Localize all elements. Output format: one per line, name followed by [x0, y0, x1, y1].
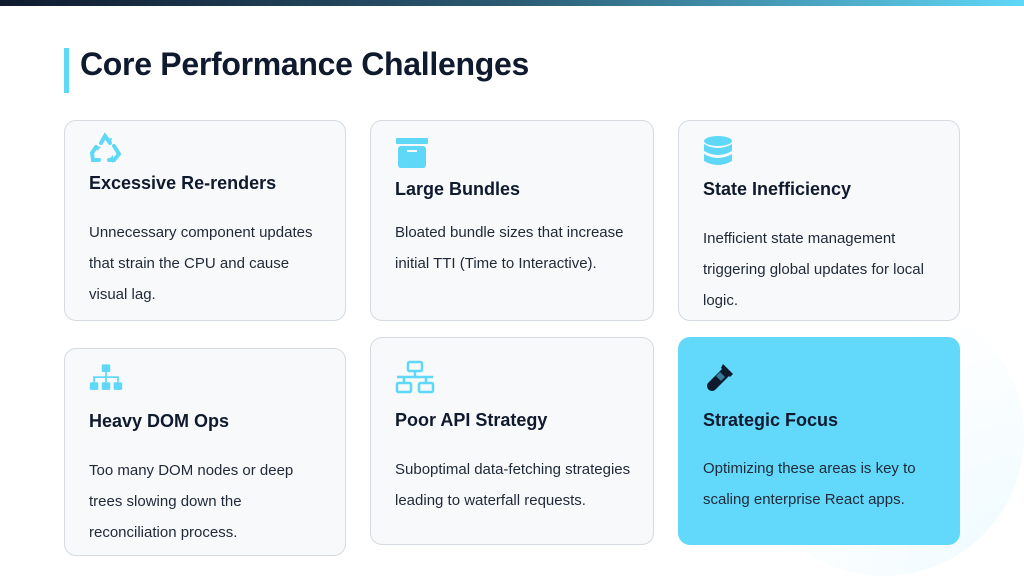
top-gradient-bar	[0, 0, 1024, 6]
card-title: Strategic Focus	[703, 410, 839, 430]
card-title: State Inefficiency	[703, 179, 852, 199]
database-icon	[704, 136, 732, 165]
recycle-icon	[89, 132, 122, 163]
card-description: Optimizing these areas is key to scaling…	[703, 460, 916, 508]
sitemap-icon	[89, 364, 123, 390]
card-strategic-focus: Strategic Focus Optimizing these areas i…	[678, 337, 960, 545]
card-poor-api-strategy: Poor API Strategy Suboptimal data-fetchi…	[370, 337, 654, 545]
card-description: Suboptimal data-fetching strategies lead…	[395, 461, 631, 509]
card-large-bundles: Large Bundles Bloated bundle sizes that …	[370, 120, 654, 321]
network-icon	[395, 360, 435, 394]
card-title: Heavy DOM Ops	[89, 411, 230, 431]
title-accent-bar	[64, 48, 69, 93]
card-title: Excessive Re-renders	[89, 173, 277, 193]
archive-box-icon	[396, 138, 428, 168]
card-excessive-rerenders: Excessive Re-renders Unnecessary compone…	[64, 120, 346, 321]
test-tube-icon	[707, 364, 733, 391]
card-title: Poor API Strategy	[395, 410, 548, 430]
card-heavy-dom-ops: Heavy DOM Ops Too many DOM nodes or deep…	[64, 348, 346, 556]
card-description: Too many DOM nodes or deep trees slowing…	[89, 462, 294, 541]
page-title: Core Performance Challenges	[80, 46, 529, 82]
card-description: Bloated bundle sizes that increase initi…	[395, 224, 624, 272]
card-state-inefficiency: State Inefficiency Inefficient state man…	[678, 120, 960, 321]
card-title: Large Bundles	[395, 179, 521, 199]
card-description: Inefficient state management triggering …	[703, 230, 924, 309]
card-description: Unnecessary component updates that strai…	[89, 224, 313, 303]
